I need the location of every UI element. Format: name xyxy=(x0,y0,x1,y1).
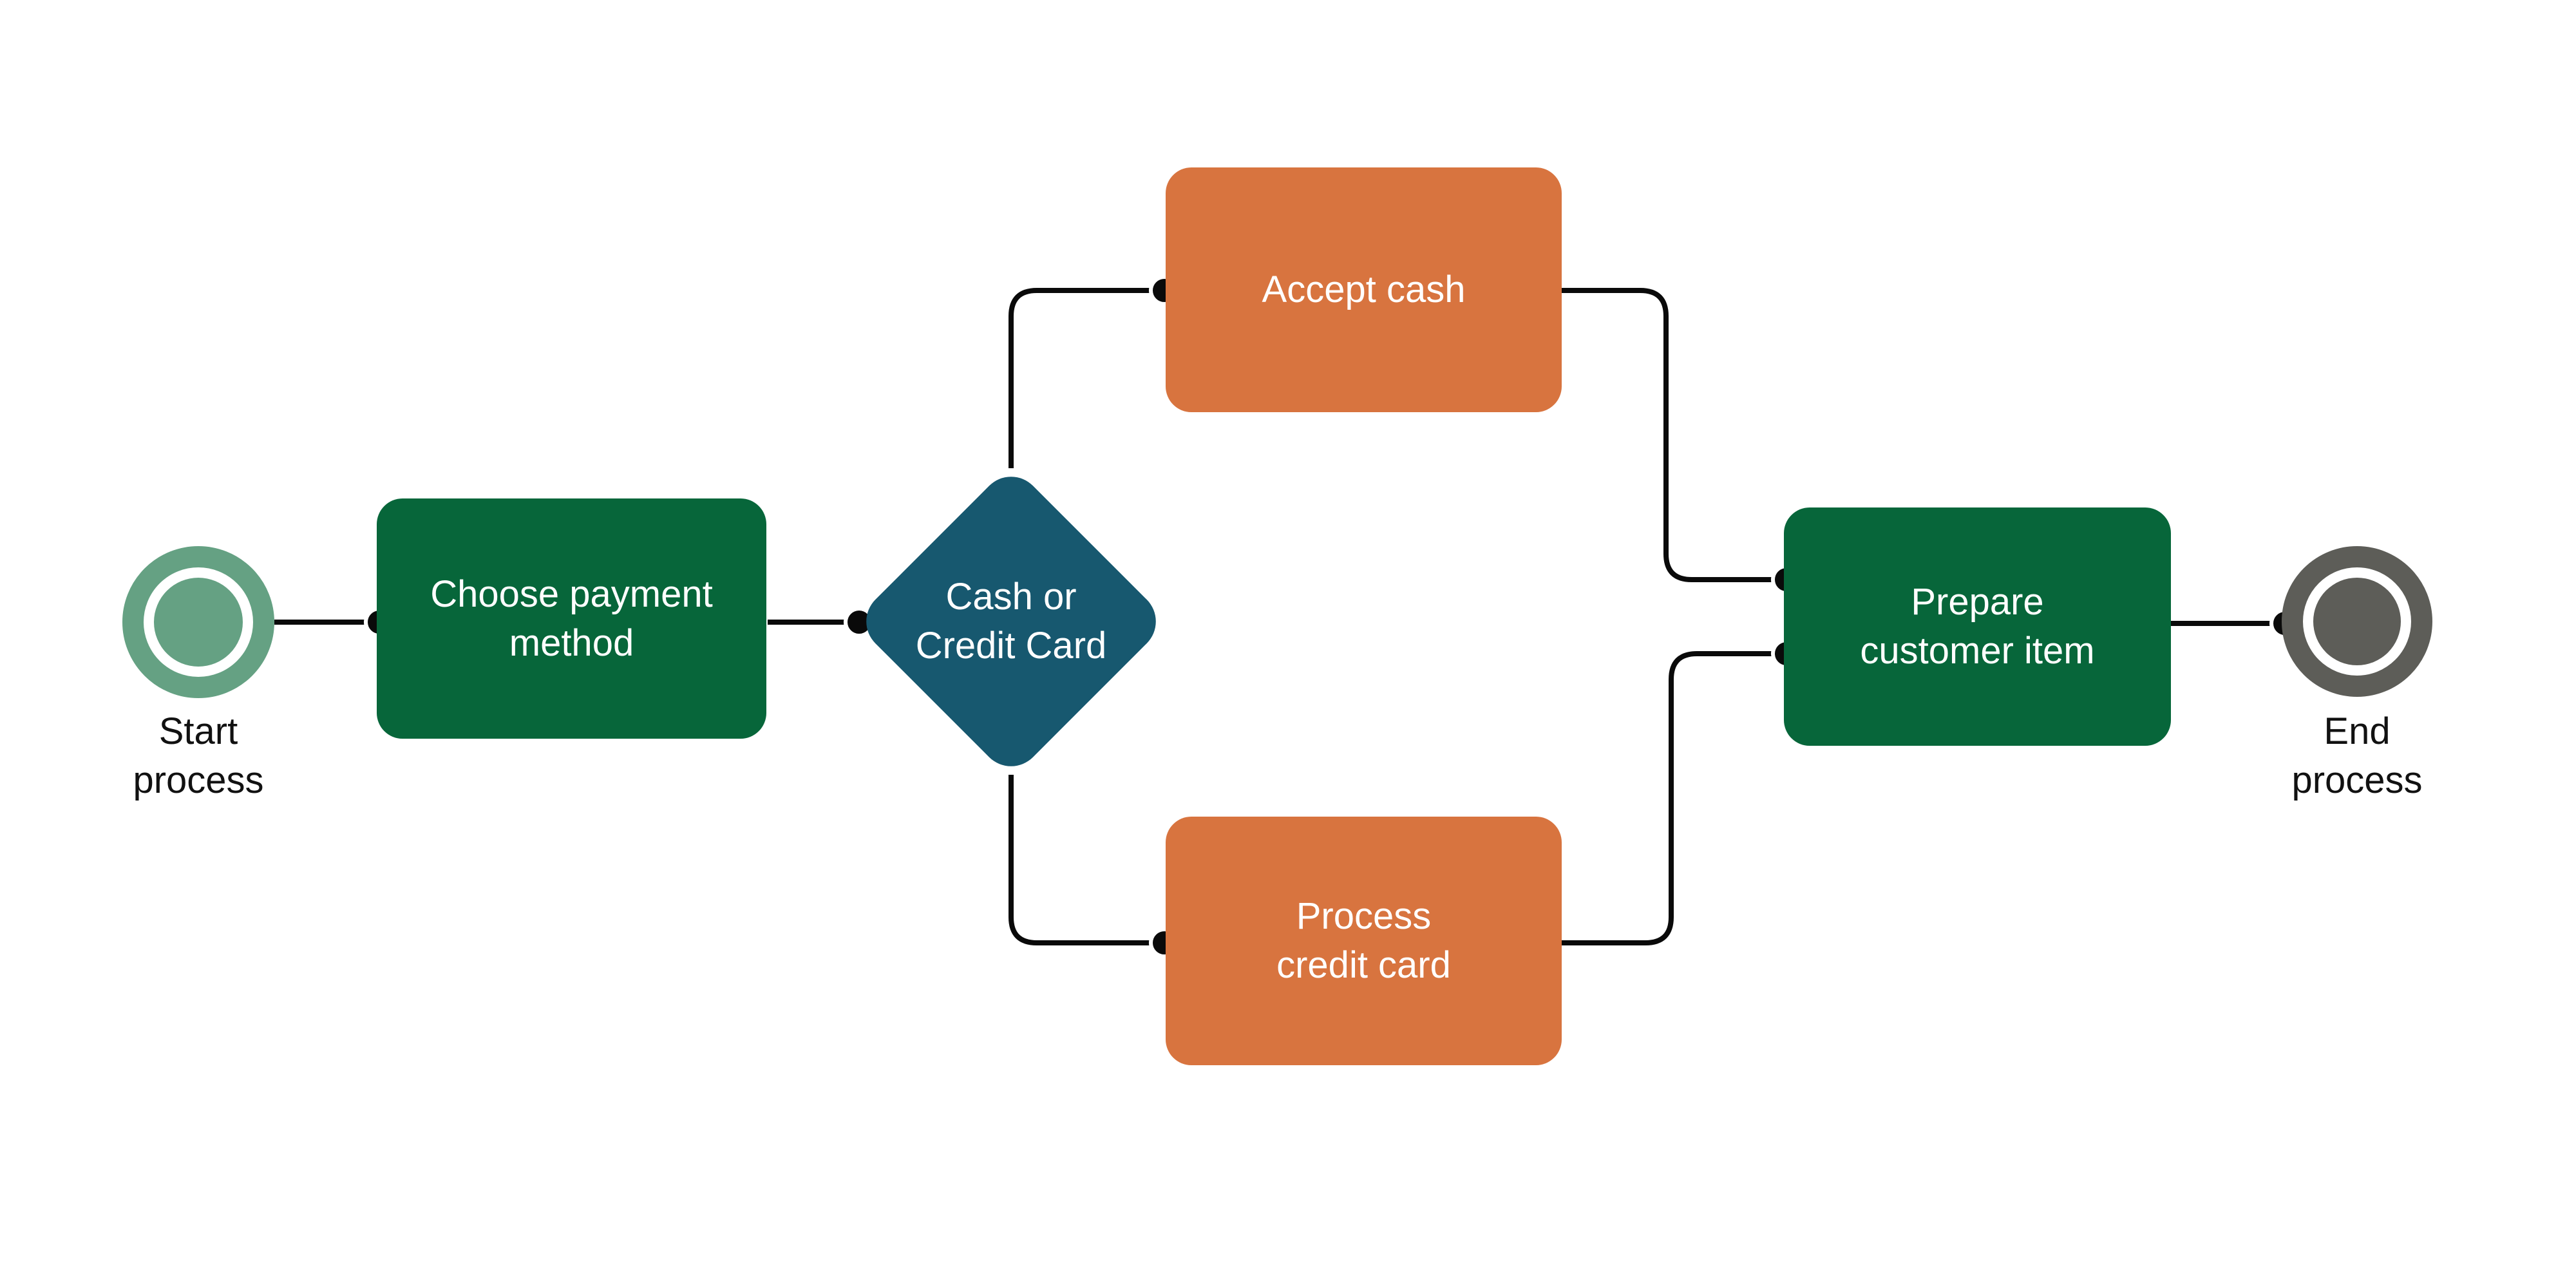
process-credit-card-label-line1: Process xyxy=(1296,895,1432,937)
end-event-label: End process xyxy=(2228,707,2486,805)
connector-decision-to-process-credit-card xyxy=(1009,775,1162,945)
decision-label: Cash or Credit Card xyxy=(882,533,1140,710)
choose-payment-label-line2: method xyxy=(509,621,634,664)
start-event-label: Start process xyxy=(70,707,327,805)
node-accept-cash[interactable]: Accept cash xyxy=(1166,167,1562,412)
decision-label-line2: Credit Card xyxy=(915,625,1107,667)
prepare-customer-item-label: Prepare customer item xyxy=(1860,578,2094,676)
prepare-customer-item-label-line2: customer item xyxy=(1860,630,2095,672)
start-event-label-line1: Start xyxy=(158,710,238,752)
end-event-label-line1: End xyxy=(2324,710,2391,752)
choose-payment-label: Choose payment method xyxy=(430,570,712,668)
start-event-label-line2: process xyxy=(133,759,264,801)
node-start-event[interactable] xyxy=(122,546,274,698)
connector-accept-cash-to-prepare xyxy=(1562,288,1784,582)
start-event-inner-circle xyxy=(154,578,243,667)
choose-payment-label-line1: Choose payment xyxy=(430,573,713,615)
process-credit-card-label: Process credit card xyxy=(1276,892,1451,990)
end-event-label-line2: process xyxy=(2291,759,2423,801)
process-credit-card-label-line2: credit card xyxy=(1276,944,1451,986)
node-choose-payment-method[interactable]: Choose payment method xyxy=(377,498,766,739)
end-event-inner-circle xyxy=(2313,578,2401,665)
prepare-customer-item-label-line1: Prepare xyxy=(1911,581,2044,623)
decision-label-line1: Cash or xyxy=(945,576,1077,618)
accept-cash-label: Accept cash xyxy=(1262,265,1466,314)
node-prepare-customer-item[interactable]: Prepare customer item xyxy=(1784,507,2171,746)
accept-cash-label-line1: Accept cash xyxy=(1262,269,1466,310)
connector-decision-to-accept-cash xyxy=(1009,288,1162,468)
connector-process-credit-card-to-prepare xyxy=(1562,651,1784,945)
node-end-event[interactable] xyxy=(2282,546,2432,697)
node-process-credit-card[interactable]: Process credit card xyxy=(1166,817,1562,1065)
